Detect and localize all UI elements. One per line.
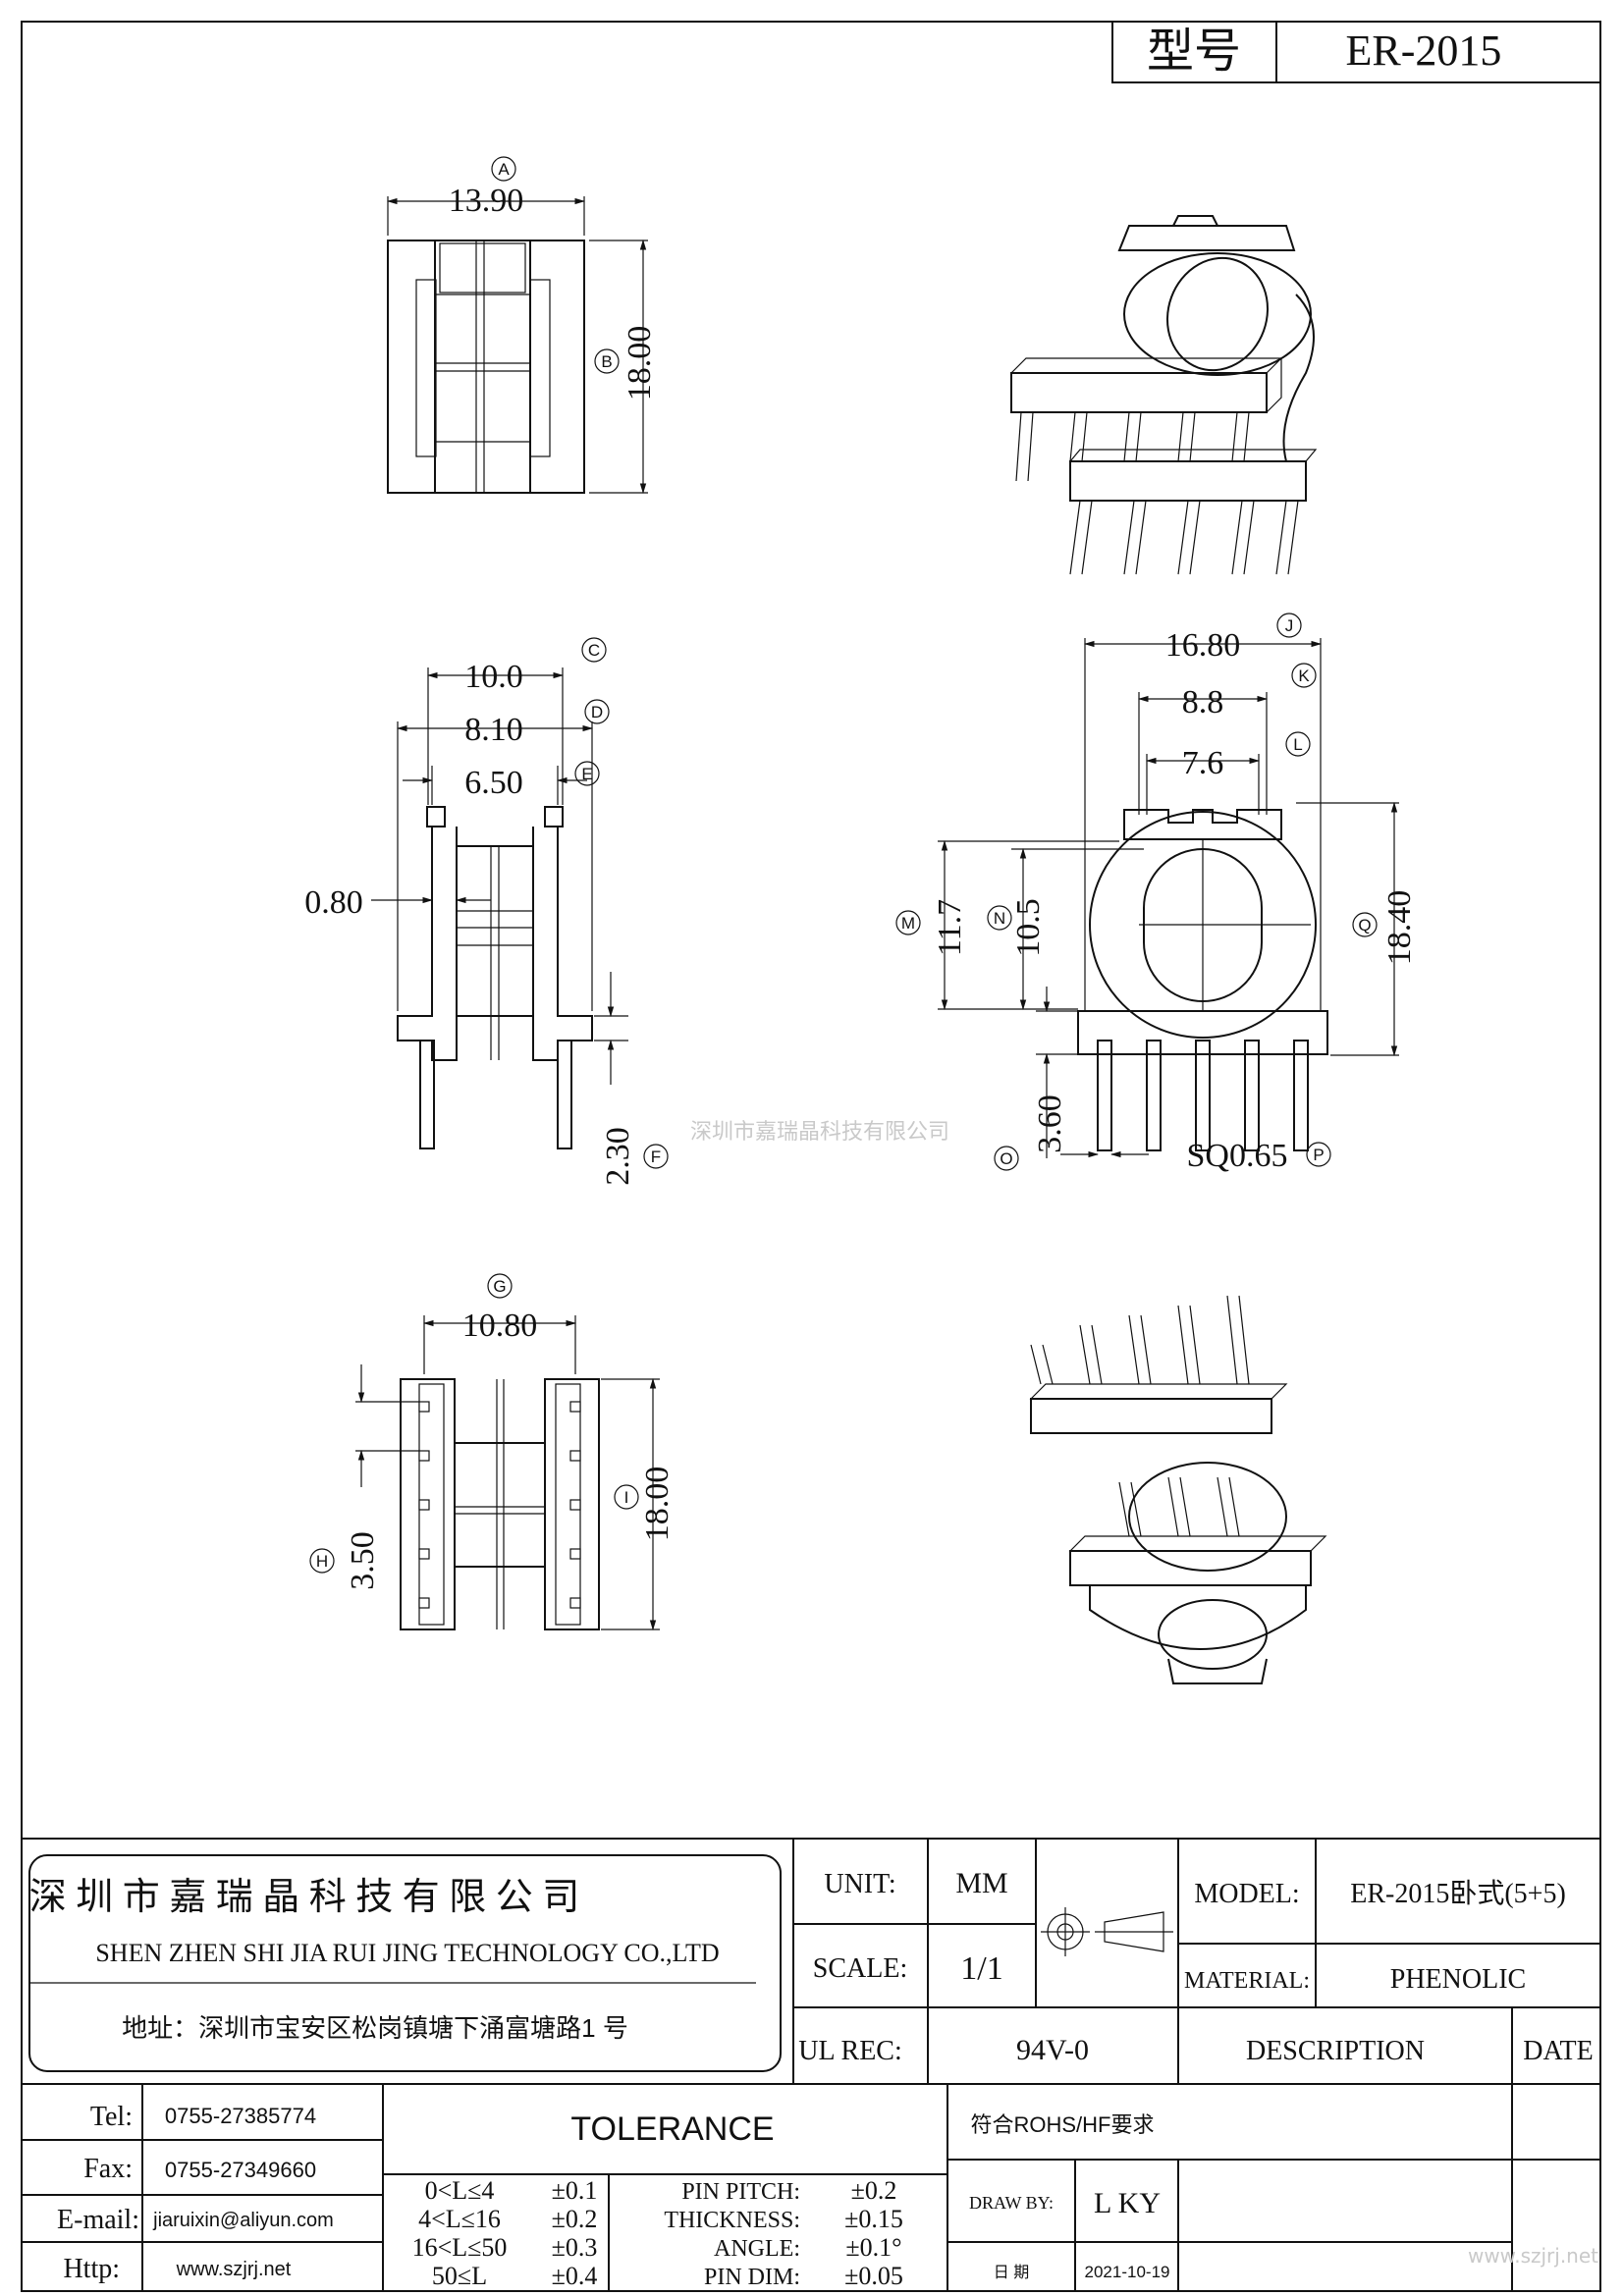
dim-b-circle: B	[601, 352, 612, 371]
watermark-corner: www.szjrj.net	[1468, 2244, 1598, 2268]
ul-rec-value: 94V-0	[1016, 2034, 1089, 2066]
http-value[interactable]: www.szjrj.net	[176, 2259, 292, 2280]
tol-range-2: 4<L≤16	[418, 2205, 501, 2233]
material-label: MATERIAL:	[1184, 1968, 1310, 1994]
date-cn-label: 日 期	[994, 2264, 1029, 2281]
projection-symbol	[1041, 1907, 1173, 1956]
dim-n-value: 10.5	[1010, 898, 1047, 957]
tol-range-1: 0<L≤4	[425, 2176, 495, 2205]
dim-l-value: 7.6	[1182, 745, 1224, 781]
view-front-left: 10.0 C 8.10 D 6.50 E 0.80 2.30 F	[304, 637, 669, 1186]
view-bottom-left: 10.80 G 18.00 I 3.50 H	[309, 1273, 676, 1631]
draw-by-label: DRAW BY:	[969, 2193, 1054, 2213]
view-side-top: 13.90 A 18.00 B	[386, 156, 658, 495]
dim-l-circle: L	[1293, 735, 1302, 754]
tol-value-3: ±0.3	[552, 2233, 598, 2262]
material-value: PHENOLIC	[1390, 1964, 1526, 1995]
model-header-label: 型号	[1147, 26, 1241, 78]
tol-name-2: THICKNESS:	[664, 2208, 800, 2233]
dim-k-circle: K	[1298, 667, 1310, 685]
dim-f-value: 2.30	[600, 1127, 636, 1186]
dim-d-circle: D	[591, 703, 603, 721]
dim-c-circle: C	[588, 641, 600, 660]
model-header-box: 型号 ER-2015	[1111, 21, 1601, 83]
tolerance-label: TOLERANCE	[570, 2110, 774, 2148]
tol-val-4: ±0.05	[844, 2262, 903, 2290]
dim-m-circle: M	[901, 914, 915, 933]
tol-value-1: ±0.1	[552, 2176, 598, 2205]
title-block: 深 圳 市 嘉 瑞 晶 科 技 有 限 公 司 SHEN ZHEN SHI JI…	[22, 1838, 1600, 2291]
dim-o-value: 3.60	[1032, 1095, 1068, 1153]
email-value[interactable]: jiaruixin@aliyun.com	[152, 2210, 334, 2231]
company-address: 地址：深圳市宝安区松岗镇塘下涌富塘路1 号	[122, 2013, 628, 2043]
tol-val-1: ±0.2	[851, 2176, 897, 2205]
dim-h-circle: H	[316, 1552, 328, 1571]
dim-g-value: 10.80	[462, 1308, 538, 1344]
unit-value: MM	[955, 1867, 1007, 1899]
dim-j-circle: J	[1285, 616, 1294, 635]
dim-e-circle: E	[581, 765, 592, 783]
ul-rec-label: UL REC:	[798, 2036, 902, 2066]
dim-p-value: SQ0.65	[1187, 1138, 1288, 1174]
dim-i-circle: I	[624, 1488, 629, 1507]
dim-h-value: 3.50	[345, 1531, 381, 1590]
company-name-cn: 深 圳 市 嘉 瑞 晶 科 技 有 限 公 司	[29, 1877, 580, 1918]
date-header-label: DATE	[1523, 2036, 1594, 2066]
dim-o-circle: O	[1000, 1149, 1012, 1168]
email-label[interactable]: E-mail:	[57, 2205, 139, 2235]
view-isometric-bottom	[1029, 1295, 1327, 1684]
dim-e-value: 6.50	[464, 765, 523, 801]
tel-value: 0755-27385774	[165, 2104, 316, 2128]
draw-by-value: L KY	[1094, 2187, 1161, 2219]
tol-val-3: ±0.1°	[845, 2233, 901, 2262]
model-value: ER-2015卧式(5+5)	[1350, 1878, 1566, 1909]
dim-j-value: 16.80	[1165, 627, 1241, 664]
tol-val-2: ±0.15	[844, 2205, 903, 2233]
dim-n-circle: N	[994, 909, 1005, 928]
scale-value: 1/1	[960, 1950, 1002, 1987]
tol-name-4: PIN DIM:	[704, 2265, 800, 2290]
dim-k-value: 8.8	[1182, 684, 1224, 721]
dim-g-circle: G	[493, 1277, 506, 1296]
model-header-value: ER-2015	[1346, 27, 1502, 75]
dim-a-circle: A	[498, 160, 510, 179]
date-value: 2021-10-19	[1085, 2263, 1170, 2281]
tol-value-4: ±0.4	[552, 2262, 598, 2290]
sheet-border	[21, 21, 1601, 2292]
dim-m-value: 11.7	[932, 899, 968, 956]
model-label: MODEL:	[1194, 1879, 1299, 1909]
view-end-right: 16.80 J 8.8 K 7.6 L 11.7 M 10.5 N 18.40	[895, 613, 1418, 1174]
dim-i-value: 18.00	[639, 1467, 676, 1542]
unit-label: UNIT:	[824, 1869, 895, 1899]
view-isometric-top	[1010, 215, 1318, 575]
tol-value-2: ±0.2	[552, 2205, 598, 2233]
dim-p-circle: P	[1313, 1146, 1324, 1164]
rohs-note: 符合ROHS/HF要求	[970, 2112, 1154, 2137]
scale-label: SCALE:	[813, 1953, 907, 1984]
dim-c-value: 10.0	[464, 659, 523, 695]
dim-a-value: 13.90	[449, 183, 524, 219]
tel-label: Tel:	[90, 2102, 133, 2132]
dim-q-value: 18.40	[1381, 890, 1418, 966]
dim-f-circle: F	[651, 1148, 661, 1166]
watermark-text: 深圳市嘉瑞晶科技有限公司	[690, 1120, 949, 1145]
company-name-en: SHEN ZHEN SHI JIA RUI JING TECHNOLOGY CO…	[95, 1939, 719, 1967]
description-label: DESCRIPTION	[1246, 2036, 1425, 2066]
dim-d-value: 8.10	[464, 712, 523, 748]
http-label: Http:	[63, 2254, 120, 2284]
tol-range-4: 50≤L	[432, 2262, 487, 2290]
tol-range-3: 16<L≤50	[412, 2233, 508, 2262]
fax-value: 0755-27349660	[165, 2158, 316, 2182]
dim-b-value: 18.00	[622, 326, 658, 401]
fax-label: Fax:	[83, 2154, 133, 2184]
dim-q-circle: Q	[1358, 916, 1371, 934]
tol-name-3: ANGLE:	[714, 2236, 800, 2262]
tol-name-1: PIN PITCH:	[681, 2179, 800, 2205]
dim-wall-value: 0.80	[304, 884, 363, 921]
